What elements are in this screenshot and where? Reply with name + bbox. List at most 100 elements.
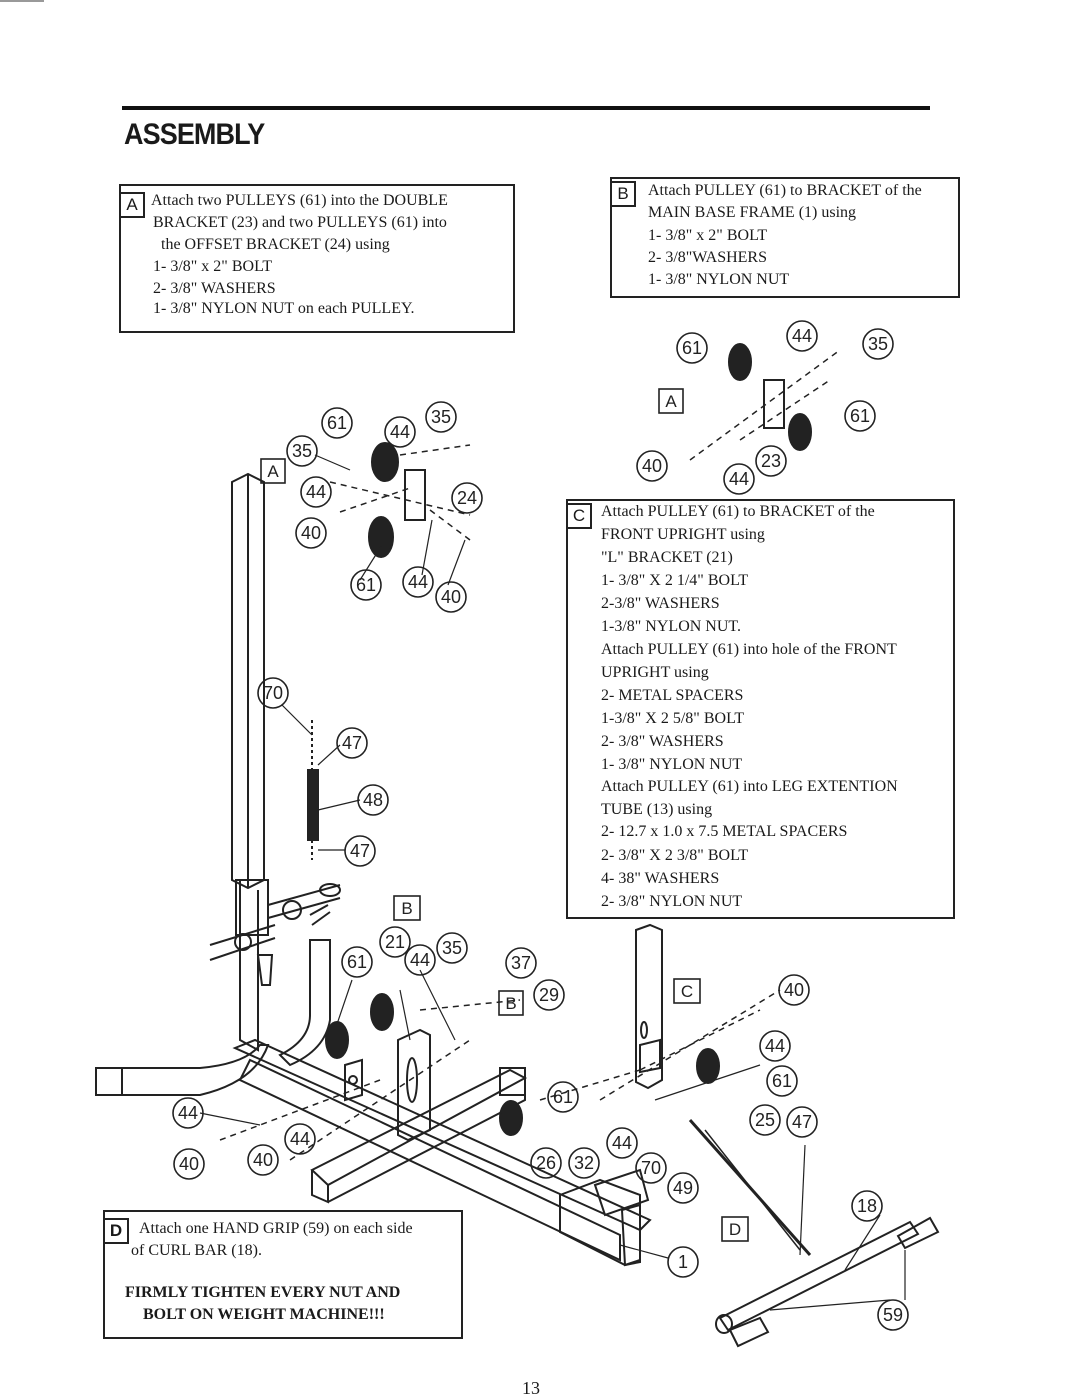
callout-numbers: 61 44 35 35 44 24 40 61 44 40 70 47 48 47 61 44 35 61 40 23… — [172, 320, 909, 1331]
callout-number: 61 — [682, 338, 702, 358]
callout-number: 44 — [408, 572, 428, 592]
callout-number: 61 — [327, 413, 347, 433]
callout-number: 23 — [761, 451, 781, 471]
step-a-line: 2- 3/8" WASHERS — [153, 280, 276, 297]
step-c-line: 2- METAL SPACERS — [601, 687, 744, 704]
step-b-line: 1- 3/8" NYLON NUT — [648, 271, 790, 288]
diagram-tag-letter: C — [681, 982, 693, 1001]
callout-number: 44 — [729, 469, 749, 489]
callout-number: 40 — [784, 980, 804, 1000]
step-c-line: FRONT UPRIGHT using — [601, 526, 765, 543]
callout-number: 40 — [253, 1150, 273, 1170]
callout-number: 59 — [883, 1305, 903, 1325]
diagram-tag-letter: B — [401, 899, 412, 918]
diagram-tag-letter: A — [665, 392, 677, 411]
callout-number: 35 — [442, 938, 462, 958]
step-d-warning: FIRMLY TIGHTEN EVERY NUT AND — [125, 1284, 401, 1301]
callout-number: 61 — [850, 406, 870, 426]
header-rule — [122, 106, 930, 110]
step-c-line: 2- 3/8" WASHERS — [601, 733, 724, 750]
step-d-letter: D — [103, 1218, 129, 1244]
callout-number: 61 — [772, 1071, 792, 1091]
step-c-line: 1- 3/8" X 2 1/4" BOLT — [601, 572, 749, 589]
callout-number: 70 — [263, 683, 283, 703]
step-c-line: Attach PULLEY (61) to BRACKET of the — [601, 503, 875, 520]
callout-number: 48 — [363, 790, 383, 810]
callout-number: 1 — [678, 1252, 688, 1272]
step-b-line: 2- 3/8"WASHERS — [648, 249, 767, 266]
callout-number: 70 — [641, 1158, 661, 1178]
step-d-line: Attach one HAND GRIP (59) on each side — [139, 1220, 413, 1237]
callout-number: 18 — [857, 1196, 877, 1216]
step-c-line: "L" BRACKET (21) — [601, 549, 733, 566]
page-title: ASSEMBLY — [124, 118, 265, 151]
callout-number: 61 — [553, 1087, 573, 1107]
step-d-line: of CURL BAR (18). — [131, 1242, 262, 1259]
callout-number: 49 — [673, 1178, 693, 1198]
callout-number: 47 — [792, 1112, 812, 1132]
step-a-letter: A — [119, 192, 145, 218]
step-c-line: 2- 12.7 x 1.0 x 7.5 METAL SPACERS — [601, 823, 848, 840]
callout-number: 37 — [511, 953, 531, 973]
step-c-line: 4- 38" WASHERS — [601, 870, 720, 887]
step-c-line: 1-3/8" X 2 5/8" BOLT — [601, 710, 745, 727]
step-c-line: 1-3/8" NYLON NUT. — [601, 618, 741, 635]
callout-number: 44 — [390, 422, 410, 442]
callout-number: 44 — [792, 326, 812, 346]
step-b-line: MAIN BASE FRAME (1) using — [648, 204, 857, 221]
callout-number: 44 — [612, 1133, 632, 1153]
callout-number: 25 — [755, 1110, 775, 1130]
callout-number: 24 — [457, 488, 477, 508]
callout-number: 44 — [178, 1103, 198, 1123]
callout-number: 40 — [301, 523, 321, 543]
step-c-letter: C — [566, 503, 592, 529]
step-a-box: A Attach two PULLEYS (61) into the DOUBL… — [119, 184, 515, 333]
callout-number: 35 — [431, 407, 451, 427]
diagram-tag-letter: B — [505, 994, 516, 1013]
diagram-tag-letter: A — [267, 462, 279, 481]
callout-number: 44 — [410, 950, 430, 970]
callout-number: 47 — [350, 841, 370, 861]
step-d-box: D Attach one HAND GRIP (59) on each side… — [103, 1210, 463, 1339]
step-c-box: C Attach PULLEY (61) to BRACKET of the F… — [566, 499, 955, 919]
step-c-line: 1- 3/8" NYLON NUT — [601, 756, 743, 773]
callout-number: 32 — [574, 1153, 594, 1173]
step-a-line: 1- 3/8" NYLON NUT on each PULLEY. — [153, 300, 415, 317]
callout-number: 21 — [385, 932, 405, 952]
step-a-line: 1- 3/8" x 2" BOLT — [153, 258, 273, 275]
diagram-tag-letter: D — [729, 1220, 741, 1239]
step-c-line: 2-3/8" WASHERS — [601, 595, 720, 612]
page-number: 13 — [522, 1378, 540, 1398]
scan-edge-line — [0, 0, 44, 2]
step-c-line: 2- 3/8" NYLON NUT — [601, 893, 743, 910]
callout-number: 40 — [642, 456, 662, 476]
callout-number: 44 — [290, 1129, 310, 1149]
diagram-tags: A A B B C D — [260, 388, 749, 1242]
step-a-line: BRACKET (23) and two PULLEYS (61) into — [153, 214, 447, 231]
callout-number: 40 — [179, 1154, 199, 1174]
step-c-line: 2- 3/8" X 2 3/8" BOLT — [601, 847, 749, 864]
callout-number: 61 — [356, 575, 376, 595]
step-c-line: Attach PULLEY (61) into hole of the FRON… — [601, 641, 897, 658]
callout-number: 44 — [306, 482, 326, 502]
callout-number: 29 — [539, 985, 559, 1005]
callout-number: 40 — [441, 587, 461, 607]
step-c-line: UPRIGHT using — [601, 664, 709, 681]
frame-drawing — [95, 343, 940, 1348]
step-c-line: TUBE (13) using — [601, 801, 713, 818]
callout-number: 44 — [765, 1036, 785, 1056]
step-b-line: 1- 3/8" x 2" BOLT — [648, 227, 768, 244]
step-a-line: Attach two PULLEYS (61) into the DOUBLE — [151, 192, 448, 209]
step-b-letter: B — [610, 181, 636, 207]
callout-number: 35 — [868, 334, 888, 354]
callout-number: 47 — [342, 733, 362, 753]
step-d-warning: BOLT ON WEIGHT MACHINE!!! — [143, 1306, 385, 1323]
step-a-line: the OFFSET BRACKET (24) using — [161, 236, 390, 253]
step-c-line: Attach PULLEY (61) into LEG EXTENTION — [601, 778, 898, 795]
step-b-box: B Attach PULLEY (61) to BRACKET of the M… — [610, 177, 960, 298]
callout-number: 26 — [536, 1153, 556, 1173]
callout-number: 61 — [347, 952, 367, 972]
callout-number: 35 — [292, 441, 312, 461]
step-b-line: Attach PULLEY (61) to BRACKET of the — [648, 182, 922, 199]
